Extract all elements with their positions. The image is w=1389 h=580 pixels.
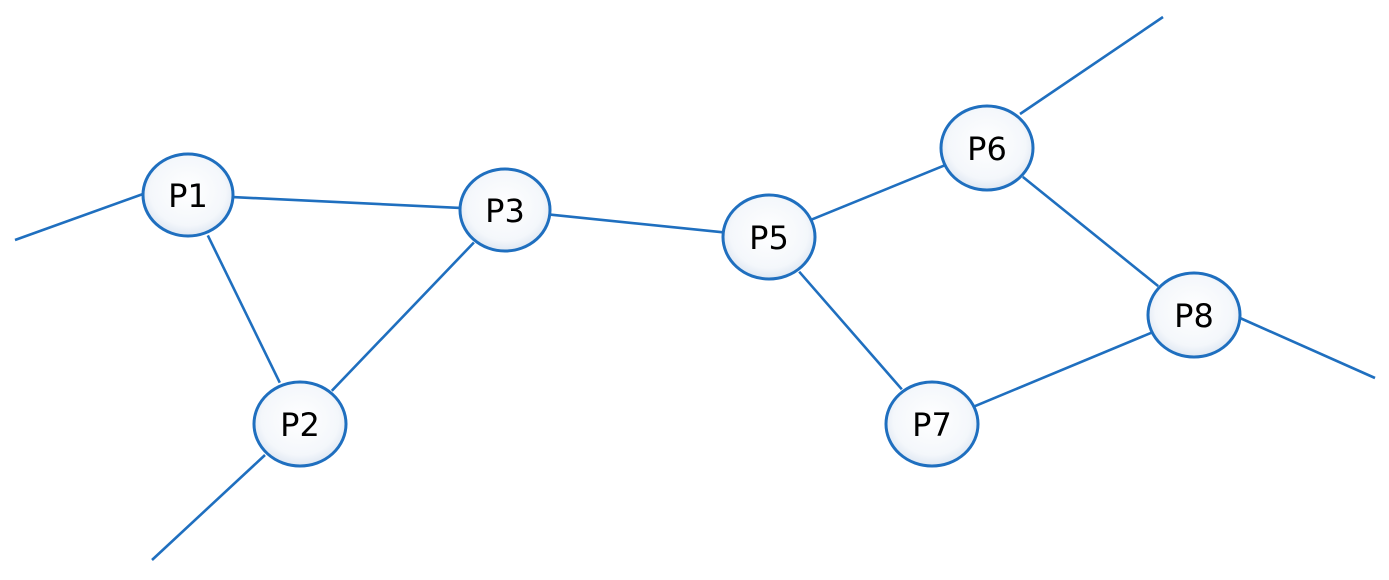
node-circle-p6 [939,104,1035,192]
node-p8: P8 [1146,271,1242,359]
node-circle-p3 [458,167,552,253]
node-p3: P3 [458,167,552,253]
node-p5: P5 [721,193,817,281]
node-circle-p7 [884,380,980,468]
edge-external-p1 [14,192,144,242]
node-label-p8: P8 [1174,297,1214,335]
node-label-p1: P1 [168,177,208,215]
node-label-p6: P6 [967,130,1007,168]
edge-external-p2 [151,454,266,561]
node-p1: P1 [141,152,235,238]
edge-p1-p3 [232,195,461,210]
edge-p2-p3 [330,241,475,392]
node-p2: P2 [252,380,348,468]
external-links [14,15,1376,561]
node-label-p5: P5 [749,219,789,257]
edge-p3-p5 [549,213,724,234]
node-circle-p5 [721,193,817,281]
node-label-p2: P2 [280,406,320,444]
node-label-p3: P3 [485,192,525,230]
node-circle-p1 [141,152,235,238]
node-label-p7: P7 [912,406,952,444]
node-circle-p8 [1146,271,1242,359]
edge-p5-p7 [798,270,903,391]
edges [206,164,1160,408]
node-p6: P6 [939,104,1035,192]
node-p7: P7 [884,380,980,468]
edge-p5-p6 [811,164,945,221]
edge-external-p8 [1239,316,1376,380]
edge-external-p6 [1019,15,1164,116]
node-circle-p2 [252,380,348,468]
edge-p6-p8 [1021,175,1160,288]
edge-p1-p2 [206,234,281,384]
edge-p7-p8 [974,331,1152,408]
